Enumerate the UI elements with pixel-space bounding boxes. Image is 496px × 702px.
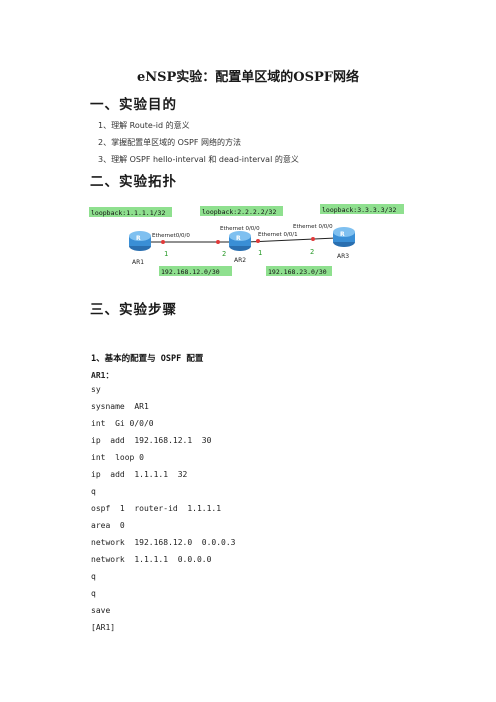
interface-label: Ethernet 0/0/1 <box>258 232 298 238</box>
interface-label: Ethernet 0/0/0 <box>293 224 333 230</box>
section-heading-topology: 二、实验拓扑 <box>90 174 177 190</box>
code-line: q <box>91 572 96 581</box>
interface-label: Ethernet 0/0/0 <box>220 226 260 232</box>
objective-item: 2、掌握配置单区域的 OSPF 网络的方法 <box>98 138 241 147</box>
code-line: [AR1] <box>91 623 116 632</box>
link-ar2-ar3 <box>247 237 337 243</box>
section-heading-objectives: 一、实验目的 <box>90 97 177 113</box>
svg-text:R: R <box>236 235 241 242</box>
loopback-label-ar3: loopback:3.3.3.3/32 <box>320 204 404 214</box>
subnet-label: 192.168.12.0/30 <box>159 266 232 276</box>
port-number: 1 <box>164 250 168 258</box>
port-number: 2 <box>310 248 314 256</box>
link-endpoint-dot <box>256 239 260 243</box>
svg-text:loopback:2.2.2.2/32: loopback:2.2.2.2/32 <box>202 208 276 216</box>
svg-text:R: R <box>340 231 345 238</box>
router-icon: R <box>333 227 355 247</box>
svg-text:R: R <box>136 235 141 242</box>
code-line: ospf 1 router-id 1.1.1.1 <box>91 504 222 513</box>
router-icon: R <box>229 231 251 251</box>
port-number: 2 <box>222 250 226 258</box>
link-endpoint-dot <box>216 240 220 244</box>
svg-text:192.168.12.0/30: 192.168.12.0/30 <box>161 268 220 276</box>
port-number: 1 <box>258 249 262 257</box>
link-endpoint-dot <box>161 240 165 244</box>
code-line: int Gi 0/0/0 <box>91 419 154 428</box>
code-line: network 192.168.12.0 0.0.0.3 <box>91 538 236 547</box>
svg-text:192.168.23.0/30: 192.168.23.0/30 <box>268 268 327 276</box>
link-endpoint-dot <box>311 237 315 241</box>
topology-diagram: loopback:1.1.1.1/32 loopback:2.2.2.2/32 … <box>89 204 404 276</box>
code-line: sysname AR1 <box>91 402 149 411</box>
code-line: network 1.1.1.1 0.0.0.0 <box>91 555 212 564</box>
code-line: ip add 1.1.1.1 32 <box>91 470 188 479</box>
loopback-label-ar1: loopback:1.1.1.1/32 <box>89 207 172 217</box>
loopback-label-ar2: loopback:2.2.2.2/32 <box>200 206 283 216</box>
router-name: AR3 <box>337 253 349 260</box>
page-title: eNSP实验：配置单区域的OSPF网络 <box>136 70 360 85</box>
code-line: q <box>91 589 96 598</box>
objective-item: 1、理解 Route-id 的意义 <box>98 121 190 130</box>
svg-text:loopback:1.1.1.1/32: loopback:1.1.1.1/32 <box>91 209 165 217</box>
subnet-label: 192.168.23.0/30 <box>266 266 332 276</box>
code-line: sy <box>91 385 101 394</box>
objective-item: 3、理解 OSPF hello-interval 和 dead-interval… <box>98 155 299 164</box>
router-icon: R <box>129 231 151 251</box>
code-line: save <box>91 606 111 615</box>
interface-label: Ethernet0/0/0 <box>152 233 190 239</box>
code-line: area 0 <box>91 521 125 530</box>
router-name: AR1 <box>132 259 144 266</box>
code-line: ip add 192.168.12.1 30 <box>91 436 212 445</box>
step-heading: 1、基本的配置与 OSPF 配置 <box>91 354 204 364</box>
code-line: q <box>91 487 96 496</box>
router-name: AR2 <box>234 257 246 264</box>
device-label: AR1： <box>91 371 114 380</box>
code-line: int loop 0 <box>91 453 144 462</box>
section-heading-steps: 三、实验步骤 <box>90 302 177 318</box>
svg-text:loopback:3.3.3.3/32: loopback:3.3.3.3/32 <box>322 206 396 214</box>
